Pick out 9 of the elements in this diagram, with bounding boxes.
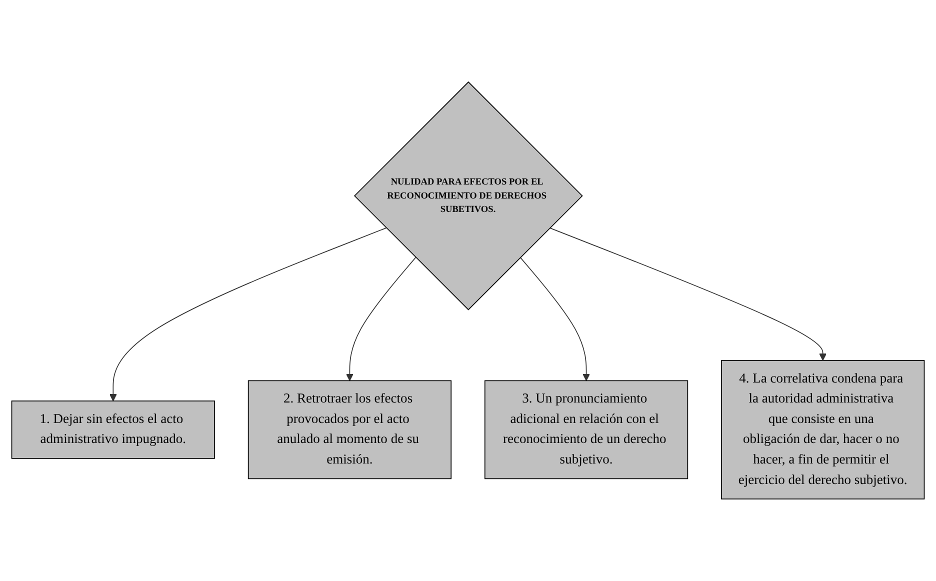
arrow: [109, 228, 387, 402]
arrow: [520, 257, 590, 382]
node-box: 2. Retrotraer los efectos provocados por el acto anulado al momento de su emisión.: [248, 380, 452, 480]
node-diamond: NULIDAD PARA EFECTOS POR EL RECONOCIMIENTO DE DERECHOS SUBETIVOS.: [354, 81, 583, 310]
node-box: 3. Un pronunciamiento adicional en relación con el reconocimiento de un derecho subjetivo.: [484, 380, 688, 480]
node-box: 4. La correlativa condena para la autoridad administrativa que consiste en una obligación de dar, hacer o no hacer, a fin de permitir el ejercicio del derecho subjetivo.: [721, 360, 925, 500]
arrow: [549, 228, 827, 361]
node-box: 1. Dejar sin efectos el acto administrativo impugnado.: [11, 400, 215, 459]
arrow: [346, 257, 416, 382]
